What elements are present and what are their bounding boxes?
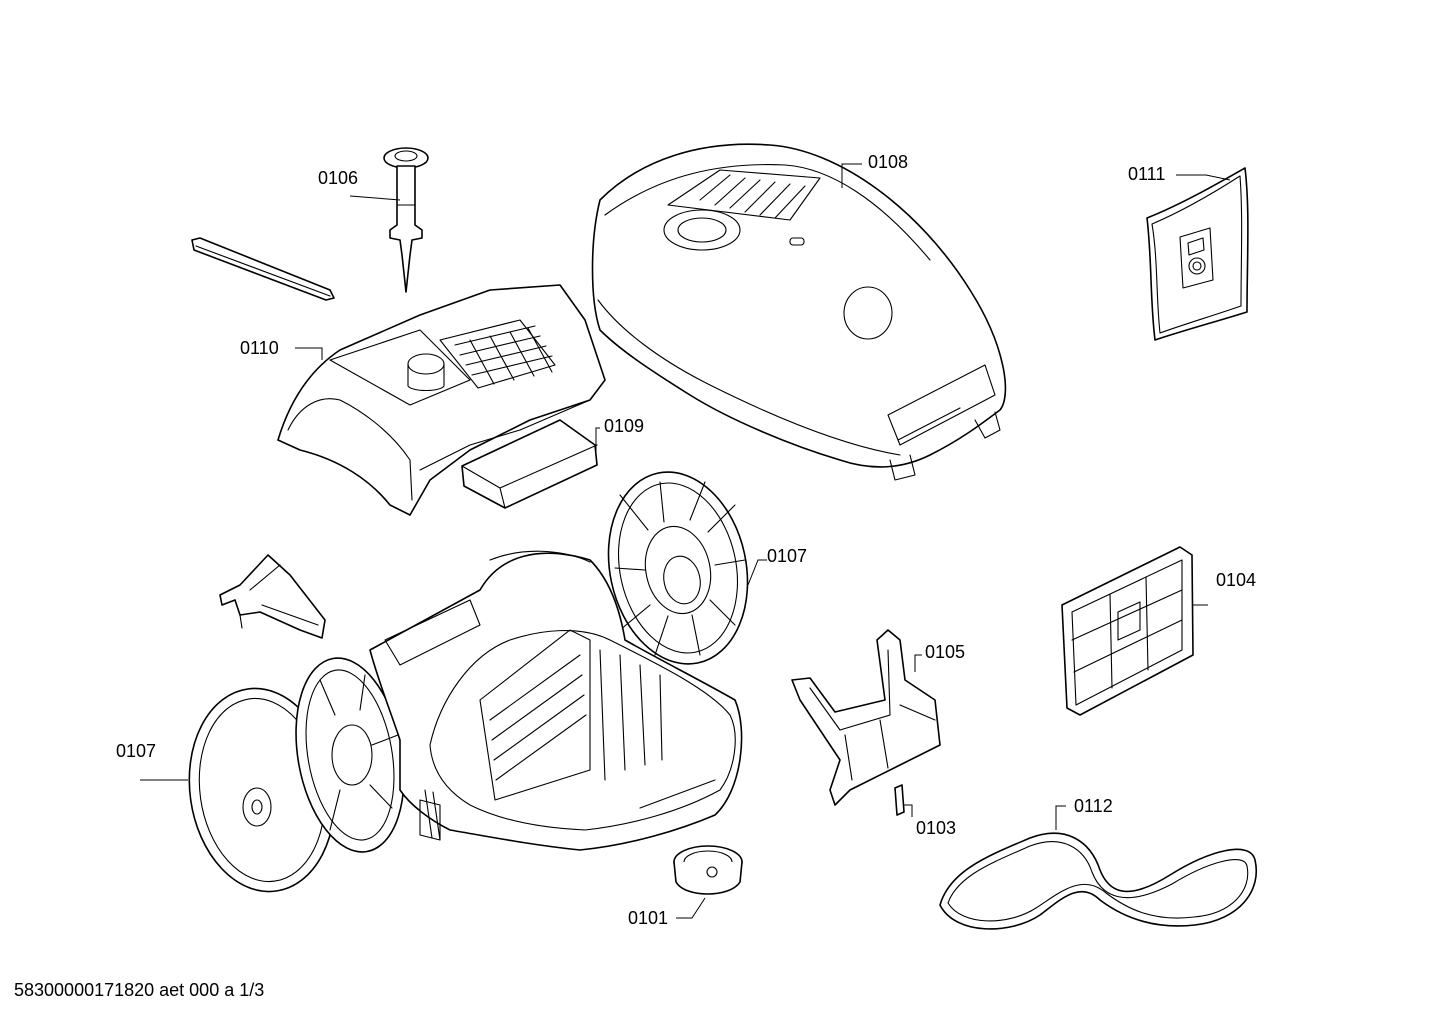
part-0103-clip[interactable] xyxy=(894,784,905,816)
part-0101-cap[interactable] xyxy=(673,845,743,895)
part-0112-seal-ring[interactable] xyxy=(939,832,1257,930)
hose-bracket[interactable] xyxy=(219,554,326,639)
drawing-id-footer: 58300000171820 aet 000 a 1/3 xyxy=(14,980,265,1000)
main-chassis[interactable] xyxy=(369,550,743,851)
callout-0107-right[interactable]: 0107 xyxy=(767,546,807,566)
callout-0111[interactable]: 0111 xyxy=(1128,164,1165,184)
callout-0105[interactable]: 0105 xyxy=(925,642,965,662)
callout-labels: 0106 0110 0109 0108 0111 0107 0104 0105 … xyxy=(116,152,1256,928)
gasket-strip[interactable] xyxy=(191,237,335,301)
part-0104-exhaust-filter[interactable] xyxy=(1061,546,1194,716)
callout-0103[interactable]: 0103 xyxy=(916,818,956,838)
part-0108-top-cover[interactable] xyxy=(591,143,1007,481)
leader-lines xyxy=(140,163,1231,919)
part-0109-filter-pad[interactable] xyxy=(461,419,598,509)
callout-0106[interactable]: 0106 xyxy=(318,168,358,188)
callout-0110[interactable]: 0110 xyxy=(240,338,279,358)
part-0111-dust-bag[interactable] xyxy=(1146,167,1249,341)
callout-0101[interactable]: 0101 xyxy=(628,908,668,928)
part-0110-filter-housing[interactable] xyxy=(277,284,606,516)
callout-0109[interactable]: 0109 xyxy=(604,416,644,436)
part-0105-bag-holder[interactable] xyxy=(791,629,941,806)
part-0107-wheel-right[interactable] xyxy=(591,459,764,677)
part-0106-knob[interactable] xyxy=(383,147,429,293)
callout-0112[interactable]: 0112 xyxy=(1074,796,1113,816)
callout-0107-left[interactable]: 0107 xyxy=(116,741,156,761)
callout-0104[interactable]: 0104 xyxy=(1216,570,1256,590)
callout-0108[interactable]: 0108 xyxy=(868,152,908,172)
